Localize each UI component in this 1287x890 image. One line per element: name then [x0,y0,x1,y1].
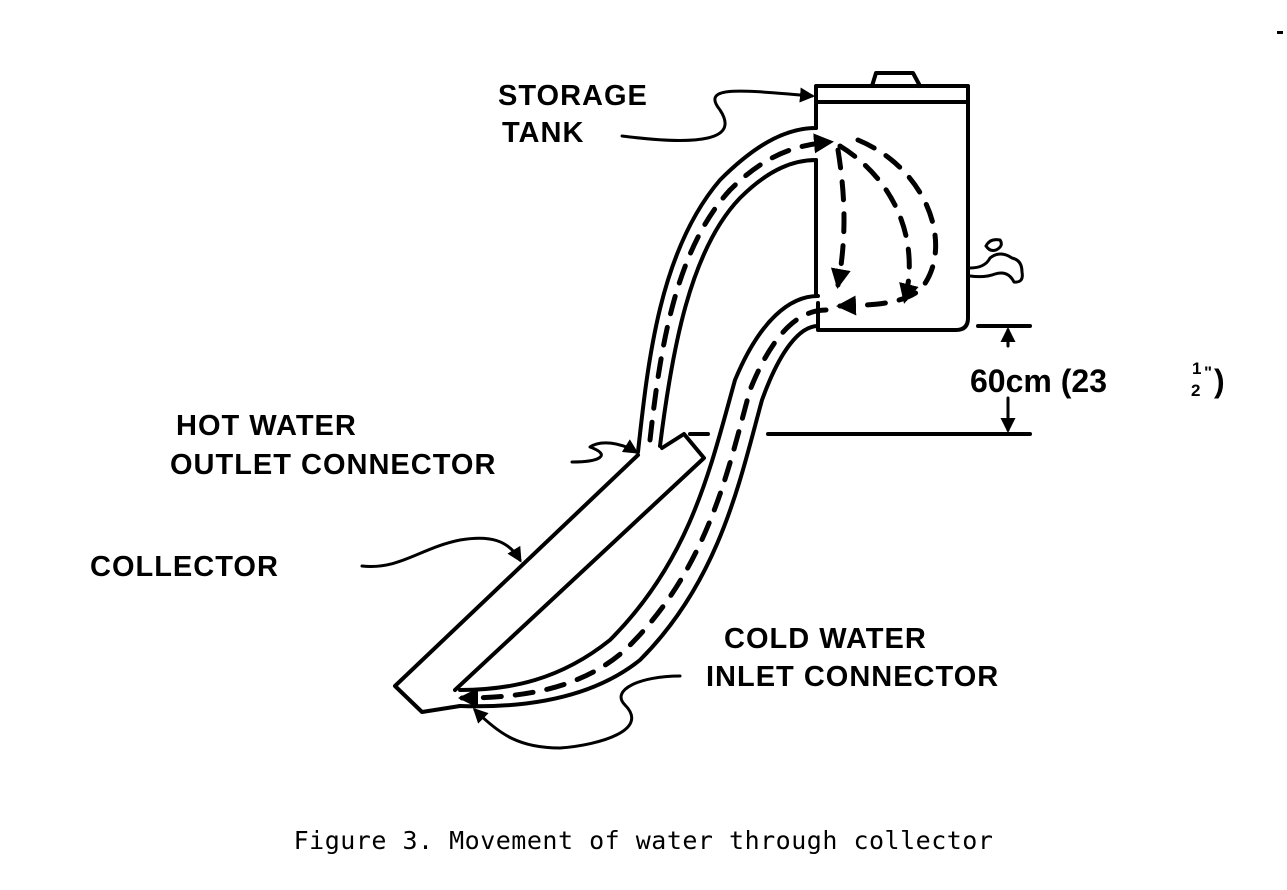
cold-inlet-leader [472,674,682,750]
hot-water-pipe [636,126,834,454]
cold-water-label-line1: COLD WATER [724,623,927,655]
dimension-close-paren: ) [1214,363,1225,399]
cold-water-flow-arrows [458,307,829,708]
hot-water-label-line2: OUTLET CONNECTOR [170,449,496,481]
storage-tank-label-line1: STORAGE [498,80,648,112]
corner-mark [1277,31,1283,34]
faucet-icon [968,238,1024,284]
hot-water-label-line1: HOT WATER [176,410,357,442]
collector-outer-edge [393,453,640,714]
tank-circulation-arrows [830,137,938,316]
hot-pipe-outer-wall [636,126,818,454]
hot-pipe-inner-wall [658,158,818,448]
figure-caption: Figure 3. Movement of water through coll… [293,826,994,855]
storage-tank-label-line2: TANK [502,117,584,149]
collector-panel [393,432,706,714]
cold-pipe-inner-wall [458,324,820,709]
flow-arrow-middle [837,143,919,304]
collector-label: COLLECTOR [90,551,279,583]
flow-arrow-inner [830,147,851,289]
tank-body-outline [814,84,970,332]
tank-lid-handle [870,71,922,88]
cold-water-pipe [458,294,829,709]
storage-tank-leader [620,87,815,142]
inch-mark: " [1204,363,1212,382]
hot-water-flow-arrows [647,133,834,443]
dimension-label: 60cm (23 [970,363,1107,399]
collector-inner-edge [453,432,706,692]
cold-pipe-outer-wall [458,294,820,692]
hot-outlet-leader [570,439,639,464]
collector-leader [360,536,522,568]
cold-water-label-line2: INLET CONNECTOR [706,661,999,693]
storage-tank [814,71,970,332]
flow-arrow-outer [836,137,938,316]
fraction-numerator: 1 [1192,359,1201,378]
fraction-denominator: 2 [1191,381,1200,400]
height-dimension: 60cm (23 1 2 " ) [688,324,1225,436]
